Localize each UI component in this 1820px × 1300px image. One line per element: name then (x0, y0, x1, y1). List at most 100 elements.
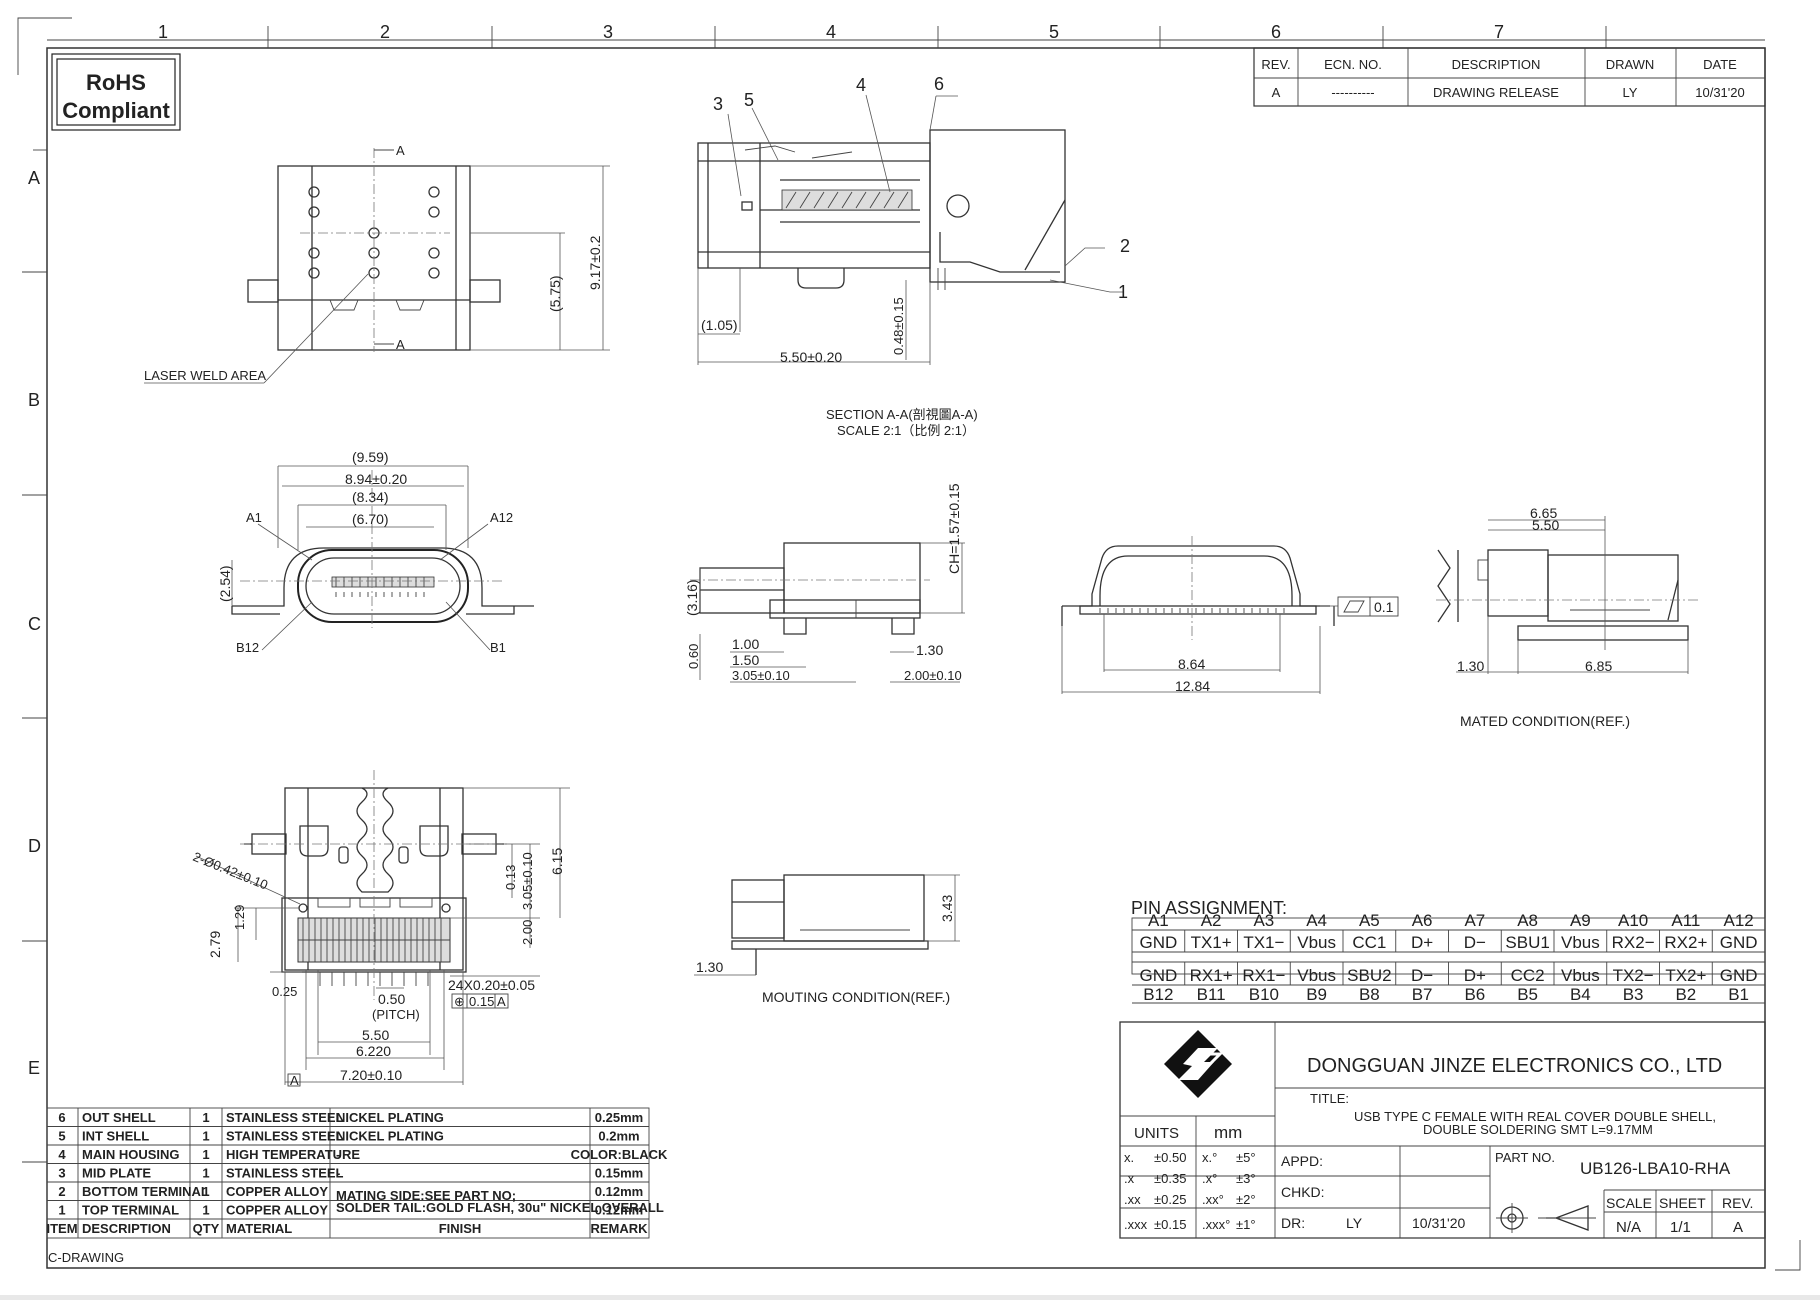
pin-signal-b: D+ (1464, 966, 1486, 985)
tolerance-cell: ±0.35 (1154, 1171, 1186, 1186)
chkd-label: CHKD: (1281, 1184, 1325, 1200)
pin-signal-a: TX1− (1243, 933, 1284, 952)
bom-header: REMARK (590, 1221, 648, 1236)
title-line1: USB TYPE C FEMALE WITH REAL COVER DOUBLE… (1354, 1109, 1716, 1124)
pin-label-bottom: B8 (1359, 985, 1380, 1004)
pin-signal-a: D− (1464, 933, 1486, 952)
dim-150: 1.50 (732, 652, 759, 668)
tolerance-cell: x.° (1202, 1150, 1217, 1165)
section-caption-1: SECTION A-A(剖視圖A-A) (826, 407, 978, 422)
pin-label-top: A2 (1201, 911, 1222, 930)
pin-signal-b: RX1+ (1190, 966, 1233, 985)
dim-343: 3.43 (939, 895, 955, 922)
dim-24x: 24X0.20±0.05 (448, 977, 535, 993)
pin-b12-label: B12 (236, 640, 259, 655)
tolerance-cell: .xxx (1124, 1217, 1148, 1232)
pin-signal-b: GND (1139, 966, 1177, 985)
rohs-line2: Compliant (62, 98, 170, 123)
pin-label-bottom: B2 (1675, 985, 1696, 1004)
rev-cell: ---------- (1331, 85, 1374, 100)
pin-label-top: A6 (1412, 911, 1433, 930)
tolerance-cell: ±0.15 (1154, 1217, 1186, 1232)
pin-signal-a: Vbus (1561, 933, 1600, 952)
dim-917: 9.17±0.2 (587, 235, 603, 290)
rev-header: ECN. NO. (1324, 57, 1382, 72)
bom-cell: 0.12mm (595, 1203, 643, 1218)
dim-279: 2.79 (207, 931, 223, 958)
pin-label-bottom: B9 (1306, 985, 1327, 1004)
pin-label-top: A11 (1671, 911, 1700, 930)
bom-cell: 6 (58, 1110, 65, 1125)
pin-label-top: A5 (1359, 911, 1380, 930)
dim-685: 6.85 (1585, 658, 1612, 674)
dim-200: 2.00 (520, 920, 535, 945)
tol-datum: A (497, 994, 506, 1009)
bom-cell: HIGH TEMPERATURE (226, 1147, 360, 1162)
bom-header: MATERIAL (226, 1221, 292, 1236)
dim-254: (2.54) (217, 565, 233, 602)
projection-symbol (1496, 1203, 1596, 1233)
tolerance-cell: ±0.50 (1154, 1150, 1186, 1165)
bom-cell: 1 (202, 1166, 209, 1181)
side-view: (3.16) CH=1.57±0.15 0.60 1.00 1.50 3.05±… (684, 483, 965, 683)
pin-signal-b: TX2− (1613, 966, 1654, 985)
section-mark-bottom: A (396, 337, 405, 352)
bottom-view: 2-Ø0.42±0.10 2.79 1.29 6.15 3.05±0.10 0.… (191, 770, 570, 1088)
dim-200: 2.00±0.10 (904, 668, 962, 683)
rev-cell: DRAWING RELEASE (1433, 85, 1559, 100)
dim-130: 1.30 (696, 959, 723, 975)
pin-label-bottom: B10 (1249, 985, 1279, 1004)
bom-cell: - (336, 1147, 340, 1162)
mated-caption: MATED CONDITION(REF.) (1460, 713, 1630, 729)
pin-a12-label: A12 (490, 510, 513, 525)
mounting-caption: MOUTING CONDITION(REF.) (762, 989, 950, 1005)
tolerance-cell: .xx (1124, 1192, 1141, 1207)
callout: 5 (744, 90, 754, 110)
pin-signal-a: GND (1139, 933, 1177, 952)
rev-header: DESCRIPTION (1452, 57, 1541, 72)
revision-table: REV. ECN. NO. DESCRIPTION DRAWN DATE A -… (1253, 47, 1766, 107)
pin-signal-b: TX2+ (1665, 966, 1706, 985)
bom-cell: 0.15mm (595, 1166, 643, 1181)
dim-959: (9.59) (352, 449, 389, 465)
callout: 3 (713, 94, 723, 114)
bom-cell: 1 (202, 1184, 209, 1199)
dim-hole: 2-Ø0.42±0.10 (191, 849, 270, 893)
tol-value: 0.15 (469, 994, 494, 1009)
dim-670: (6.70) (352, 511, 389, 527)
rohs-badge: RoHS Compliant (51, 53, 181, 131)
row-ruler: A B C D E (22, 149, 47, 1163)
corner-marks (17, 17, 1801, 1271)
rev-header: DRAWN (1606, 57, 1655, 72)
rear-view: 8.64 12.84 0.1 (1061, 536, 1399, 694)
bom-header: DESCRIPTION (82, 1221, 171, 1236)
row-letter: E (28, 1058, 40, 1078)
position-tolerance-frame: ⊕ 0.15 A (451, 993, 509, 1009)
bom-cell: 1 (202, 1129, 209, 1144)
col-number: 6 (1271, 22, 1281, 42)
pin-label-top: A10 (1618, 911, 1648, 930)
pin-signal-a: RX2− (1612, 933, 1655, 952)
bom-cell: COPPER ALLOY (226, 1184, 328, 1199)
col-number: 3 (603, 22, 613, 42)
pin-label-bottom: B5 (1517, 985, 1538, 1004)
bom-cell: TOP TERMINAL (82, 1203, 179, 1218)
bom-cell: 1 (202, 1203, 209, 1218)
rev-cell: A (1272, 85, 1281, 100)
bom-finish-note: SOLDER TAIL:GOLD FLASH, 30u" NICKEL OVER… (336, 1200, 664, 1215)
pin-label-top: A7 (1464, 911, 1485, 930)
front-view: (9.59) 8.94±0.20 (8.34) (6.70) (2.54) A1… (217, 449, 534, 655)
pin-signal-a: SBU1 (1505, 933, 1549, 952)
tolerance-cell: .xx° (1202, 1192, 1224, 1207)
callout: 1 (1118, 282, 1128, 302)
dim-665: 6.65 (1530, 505, 1557, 521)
mated-view: 6.65 5.50 1.30 6.85 MATED CONDITION(REF.… (1436, 505, 1700, 729)
col-number: 2 (380, 22, 390, 42)
row-letter: C (28, 614, 41, 634)
section-mark-top: A (396, 143, 405, 158)
col-number: 7 (1494, 22, 1504, 42)
bom-cell: 0.25mm (595, 1110, 643, 1125)
part-no-label: PART NO. (1495, 1150, 1555, 1165)
dim-305: 3.05±0.10 (732, 668, 790, 683)
